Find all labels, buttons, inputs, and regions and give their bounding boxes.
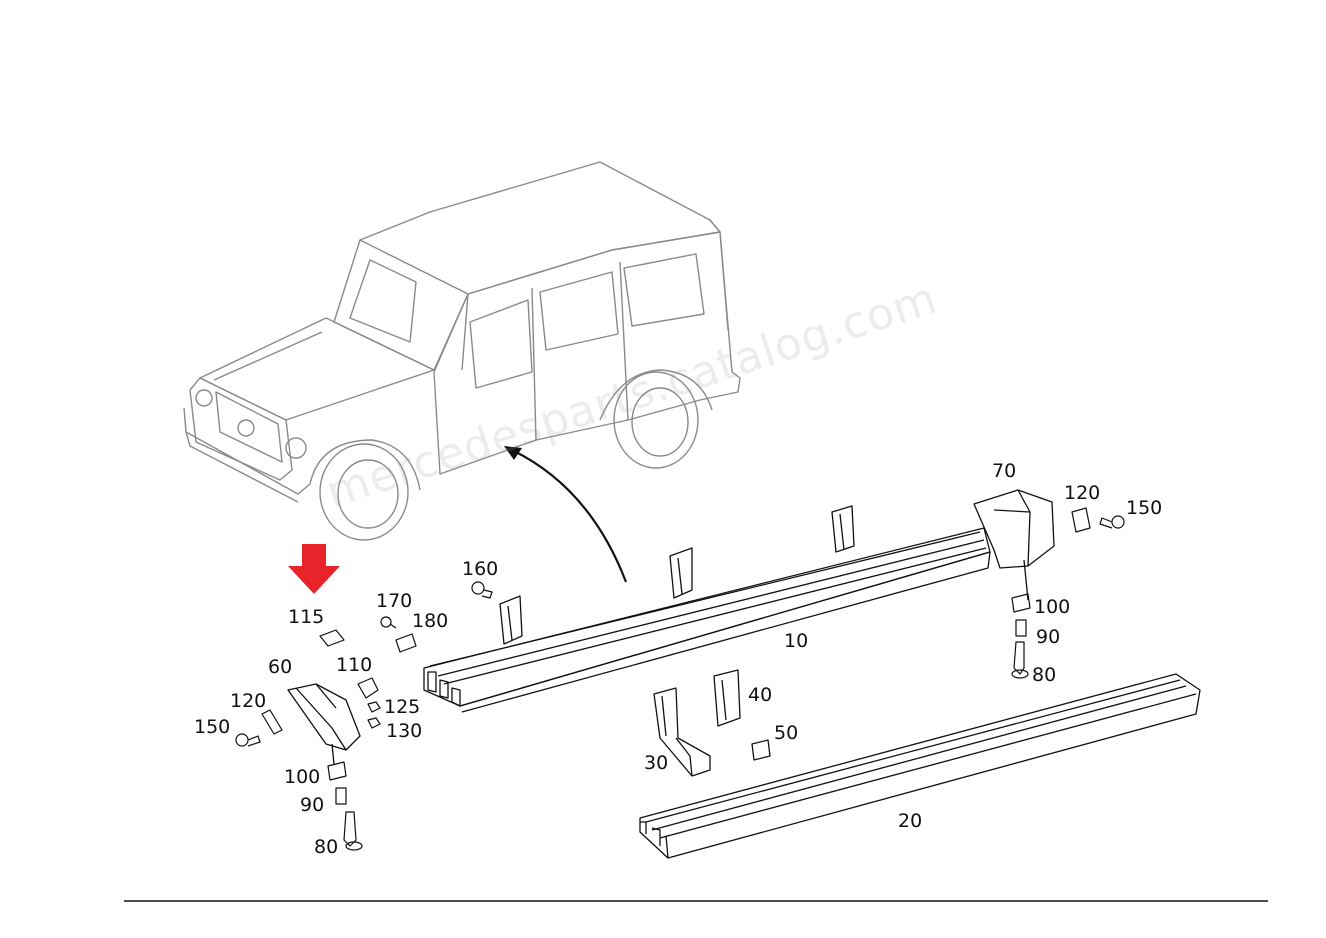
callout-70[interactable]: 70 xyxy=(992,460,1017,482)
callout-110[interactable]: 110 xyxy=(336,654,373,676)
callout-120-left[interactable]: 120 xyxy=(230,690,267,712)
callout-180[interactable]: 180 xyxy=(412,610,449,632)
bracket-parts-30-40-50 xyxy=(653,669,771,777)
callout-115[interactable]: 115 xyxy=(288,606,325,628)
callout-80-right[interactable]: 80 xyxy=(1032,664,1057,686)
callout-40[interactable]: 40 xyxy=(748,684,773,706)
lower-rail-part-20 xyxy=(639,673,1201,859)
end-cap-part-60 xyxy=(287,683,361,765)
running-board-part-10 xyxy=(423,505,991,713)
end-cap-part-70 xyxy=(973,489,1055,601)
callout-120-right[interactable]: 120 xyxy=(1064,482,1101,504)
callout-90-right[interactable]: 90 xyxy=(1036,626,1061,648)
callout-30[interactable]: 30 xyxy=(644,752,669,774)
callout-100-right[interactable]: 100 xyxy=(1034,596,1071,618)
callout-100-left[interactable]: 100 xyxy=(284,766,321,788)
callout-125[interactable]: 125 xyxy=(384,696,421,718)
vehicle-outline xyxy=(183,161,741,541)
callout-50[interactable]: 50 xyxy=(774,722,799,744)
callout-170[interactable]: 170 xyxy=(376,590,413,612)
callout-150-right[interactable]: 150 xyxy=(1126,497,1163,519)
callout-130[interactable]: 130 xyxy=(386,720,423,742)
callout-10[interactable]: 10 xyxy=(784,630,809,652)
callout-60[interactable]: 60 xyxy=(268,656,293,678)
callout-20[interactable]: 20 xyxy=(898,810,923,832)
highlight-arrow-icon xyxy=(288,544,340,594)
pointer-arrow xyxy=(504,446,628,583)
callout-150-left[interactable]: 150 xyxy=(194,716,231,738)
fasteners xyxy=(235,507,1125,851)
callout-80-left[interactable]: 80 xyxy=(314,836,339,858)
callout-90-left[interactable]: 90 xyxy=(300,794,325,816)
callout-160[interactable]: 160 xyxy=(462,558,499,580)
